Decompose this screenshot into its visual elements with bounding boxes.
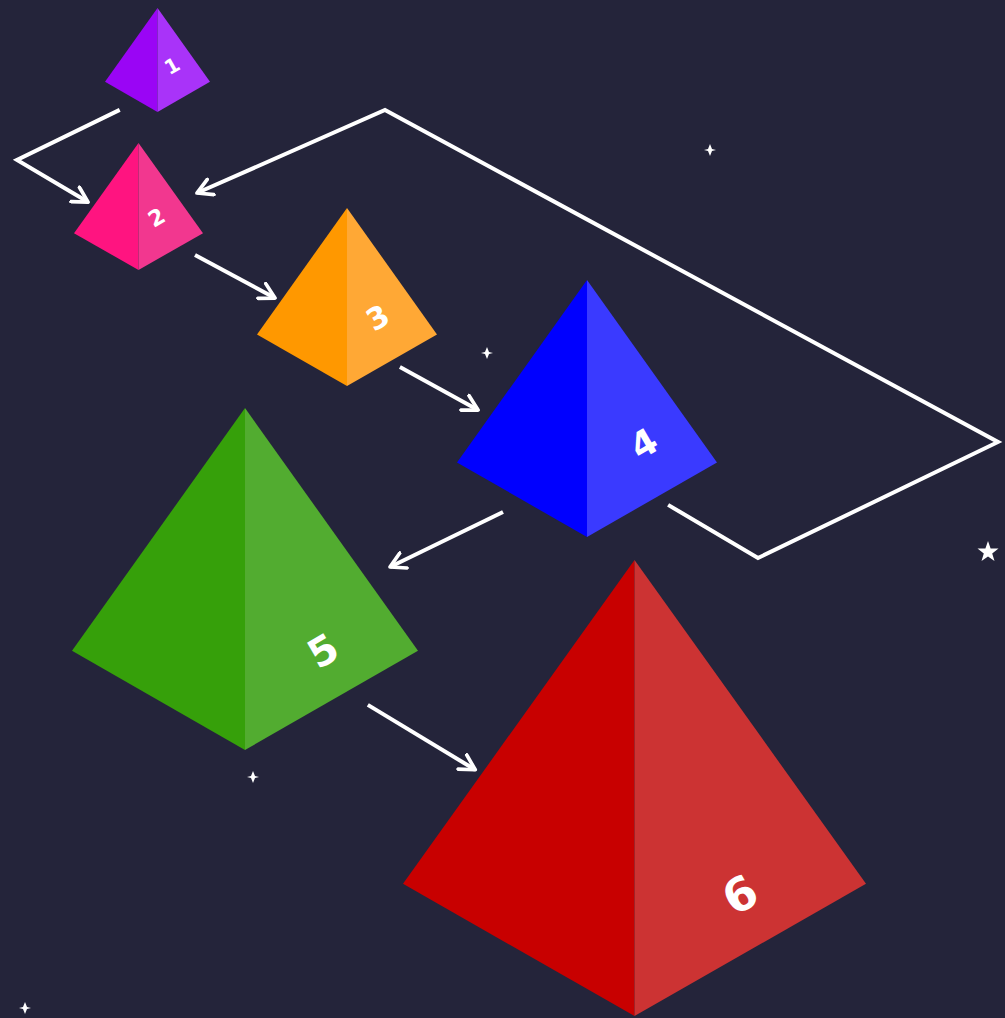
star (978, 541, 999, 561)
pyramid-left-face (403, 560, 635, 1016)
pyramid-node: 4 (457, 280, 717, 537)
pyramid-shape (105, 8, 210, 112)
pyramid-left-face (72, 408, 245, 750)
pyramid-right-face (158, 8, 211, 112)
pyramid-node: 1 (105, 8, 210, 112)
pyramid-shape (403, 560, 866, 1016)
pyramid-node: 2 (74, 143, 203, 270)
pyramid-shape (257, 208, 437, 386)
flow-arrow (17, 110, 120, 202)
pyramid-left-face (105, 8, 158, 112)
pyramid-node: 3 (257, 208, 437, 386)
pyramid-right-face (347, 208, 437, 386)
sparkle (481, 347, 493, 359)
pyramid-right-face (139, 143, 204, 270)
pyramid-left-face (74, 143, 139, 270)
flow-arrow (390, 512, 503, 567)
pyramid-left-face (257, 208, 347, 386)
pyramid-node: 6 (403, 560, 866, 1016)
flow-arrow (400, 367, 478, 410)
pyramid-right-face (635, 560, 867, 1016)
flow-arrow (195, 255, 275, 298)
pyramid-shape (74, 143, 203, 270)
sparkle (704, 144, 716, 156)
flow-arrow (368, 705, 475, 770)
pyramid-shape (457, 280, 717, 537)
pyramid-right-face (245, 408, 418, 750)
pyramid-node: 5 (72, 408, 418, 750)
sparkle (247, 771, 259, 783)
flow-arrow (197, 110, 998, 558)
pyramid-shape (72, 408, 418, 750)
pyramid-right-face (587, 280, 717, 537)
pyramid-left-face (457, 280, 587, 537)
sparkle (19, 1002, 31, 1014)
